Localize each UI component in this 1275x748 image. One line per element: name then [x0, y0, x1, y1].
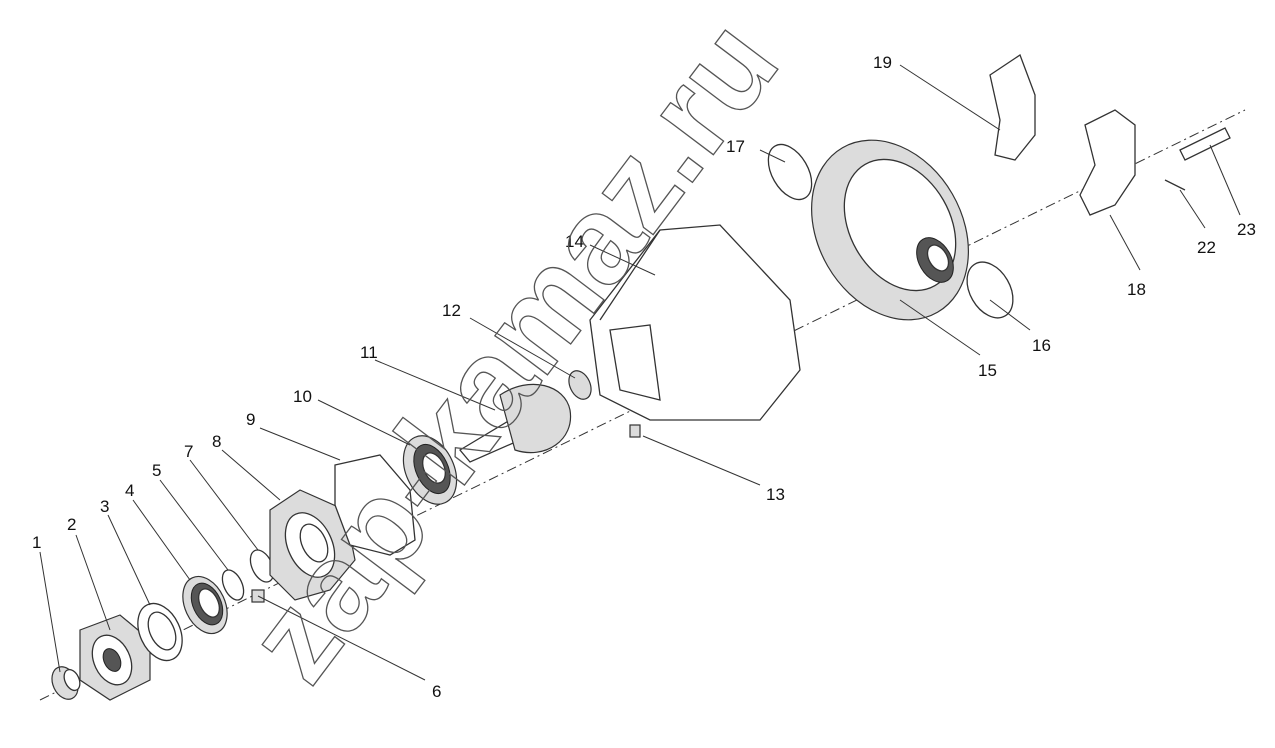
callout-4: 4	[125, 481, 134, 500]
part-17-adjusting-nut	[767, 143, 813, 201]
part-5-ring	[221, 569, 245, 601]
callout-23: 23	[1237, 220, 1256, 239]
part-1-nut	[51, 666, 81, 700]
part-23-bolt	[1179, 127, 1231, 161]
part-2-flange	[79, 614, 151, 701]
callout-5: 5	[152, 461, 161, 480]
callout-16: 16	[1032, 336, 1051, 355]
callout-14: 14	[565, 232, 584, 251]
callout-22: 22	[1197, 238, 1216, 257]
callout-7: 7	[184, 442, 193, 461]
part-11-drive-pinion	[459, 383, 572, 463]
callout-8: 8	[212, 432, 221, 451]
part-10-bearing	[402, 435, 458, 505]
leader-lines	[39, 64, 1241, 681]
callout-18: 18	[1127, 280, 1146, 299]
callout-19: 19	[873, 53, 892, 72]
part-13-plug	[629, 424, 641, 438]
part-22-lock-pin	[1164, 179, 1186, 191]
callout-13: 13	[766, 485, 785, 504]
callout-3: 3	[100, 497, 109, 516]
callout-12: 12	[442, 301, 461, 320]
callout-15: 15	[978, 361, 997, 380]
assembly-axis	[39, 109, 1246, 701]
callout-6: 6	[432, 682, 441, 701]
part-14-carrier-housing	[589, 224, 801, 421]
callout-1: 1	[32, 533, 41, 552]
part-9-gasket	[334, 454, 416, 556]
part-15-crown-gear	[811, 139, 969, 321]
callout-11: 11	[360, 343, 378, 362]
callout-17: 17	[726, 137, 745, 156]
callout-9: 9	[246, 410, 255, 429]
part-16-adjusting-nut	[966, 261, 1014, 319]
callout-10: 10	[293, 387, 312, 406]
part-18-bearing-cap	[1079, 109, 1136, 216]
part-4-bearing	[182, 575, 228, 635]
part-19-bearing-cap	[989, 54, 1036, 161]
callout-2: 2	[67, 515, 76, 534]
part-8-bearing-housing	[269, 489, 356, 601]
part-3-seal	[137, 602, 183, 662]
